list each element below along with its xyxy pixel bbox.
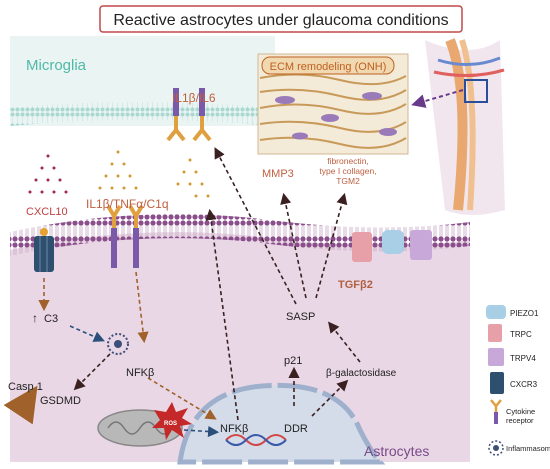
- legend-trpv4-label: TRPV4: [510, 354, 536, 363]
- astrocytes-label: Astrocytes: [364, 443, 429, 459]
- legend-icons: [486, 305, 506, 456]
- ros-label: ROS: [164, 421, 177, 427]
- astrocyte-cytoplasm: [10, 232, 470, 462]
- legend-cxcr3-icon: [490, 372, 504, 394]
- legend-piezo1-icon: [486, 305, 506, 319]
- inflammasome: [107, 333, 129, 355]
- tgfb2-label: TGFβ2: [338, 279, 373, 291]
- c3-arrow-label: ↑: [32, 311, 38, 325]
- legend-inflammasome-label: Inflammasome: [506, 444, 550, 453]
- il1b-tnfa-c1q-label: IL1β/TNFα/C1q: [86, 197, 169, 211]
- legend-cytokine-line1: Cytokine: [506, 407, 535, 416]
- ddr-label: DDR: [284, 423, 308, 435]
- page-title: Reactive astrocytes under glaucoma condi…: [113, 12, 448, 29]
- arrow-sasp-mmp3: [280, 192, 307, 299]
- gsdmd-label: GSDMD: [40, 395, 81, 407]
- microglia-cytokine-receptors: [166, 88, 212, 142]
- ecm-cells: [275, 92, 397, 140]
- b-galactosidase-label: β-galactosidase: [326, 368, 397, 379]
- il1b-il6-dots: [176, 158, 210, 198]
- dna-helix: [225, 434, 287, 446]
- ecm-proteins-line3: TGM2: [336, 176, 360, 186]
- microglia-label: Microglia: [26, 57, 87, 74]
- arrow-receptor-nfkb: [135, 271, 149, 344]
- cxcr3-receptor: [34, 228, 54, 272]
- c3-label: C3: [44, 313, 58, 325]
- cxcl10-label: CXCL10: [26, 206, 68, 218]
- cxcl10-dots: [28, 154, 68, 194]
- mmp3-label: MMP3: [262, 168, 294, 180]
- arrow-nfkb-nuclear: [147, 377, 217, 420]
- il1b-tnfa-dots: [98, 150, 138, 190]
- arrow-ddr-bgal: [311, 379, 349, 417]
- microglia-membrane: [10, 102, 275, 126]
- legend-trpc-label: TRPC: [510, 330, 532, 339]
- ecm-label: ECM remodeling (ONH): [270, 61, 387, 73]
- legend-trpv4-icon: [488, 348, 504, 366]
- arrow-bgal-sasp: [328, 321, 361, 363]
- p21-label: p21: [284, 355, 302, 367]
- membrane-channels: [352, 230, 432, 262]
- legend-piezo1-label: PIEZO1: [510, 309, 539, 318]
- casp1-label: Casp 1: [8, 381, 43, 393]
- title-box: [99, 5, 463, 33]
- arrow-ros-nfkb: [183, 425, 220, 438]
- legend-trpc-icon: [488, 324, 502, 342]
- casp1-up-arrow: [3, 385, 38, 425]
- onh-to-ecm-arrow: [411, 89, 464, 108]
- optic-nerve-illustration: [425, 38, 505, 215]
- nfkb-nuclear-label: NFKβ: [220, 423, 248, 435]
- ros-burst: [152, 402, 192, 440]
- ecm-proteins-line2: type I collagen,: [319, 166, 376, 176]
- nfkb-cytoplasm-label: NFKβ: [126, 367, 154, 379]
- arrow-c3-inflammasome: [69, 325, 105, 342]
- arrow-sasp-il6: [214, 147, 297, 305]
- sasp-label: SASP: [286, 311, 315, 323]
- astrocyte-cytokine-receptors: [106, 204, 144, 268]
- legend-cxcr3-label: CXCR3: [510, 380, 538, 389]
- legend-cytokine-line2: receptor: [506, 416, 534, 425]
- arrow-sasp-ecm: [315, 192, 348, 299]
- il1b-il6-label: IL1β/IL6: [172, 91, 216, 105]
- arrow-inflammasome-gsdmd: [73, 353, 111, 391]
- legend-inflammasome-icon: [488, 440, 504, 456]
- legend-cytokine-icon: [490, 399, 502, 424]
- ecm-title-pill: [261, 56, 395, 75]
- ecm-proteins-line1: fibronectin,: [327, 156, 369, 166]
